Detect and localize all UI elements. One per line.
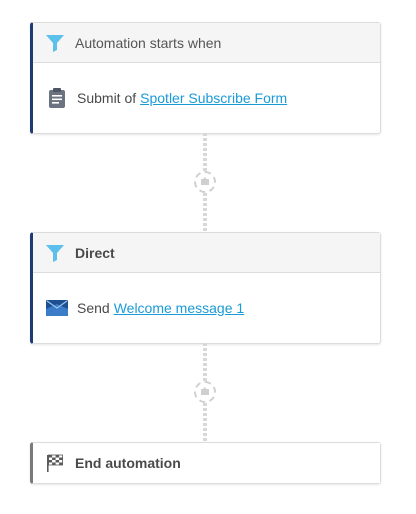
trigger-card[interactable]: Automation starts when Submit of Spotler… — [30, 22, 381, 134]
add-step-button[interactable] — [194, 171, 216, 193]
trigger-body-prefix: Submit of — [77, 90, 137, 106]
end-card-title: End automation — [75, 455, 181, 471]
puzzle-icon — [200, 173, 210, 191]
puzzle-icon — [200, 383, 210, 401]
trigger-card-header[interactable]: Automation starts when — [33, 23, 380, 63]
welcome-message-link[interactable]: Welcome message 1 — [113, 300, 245, 316]
direct-card-body: Send Welcome message 1 — [33, 273, 380, 343]
trigger-card-title: Automation starts when — [75, 34, 222, 51]
add-step-button[interactable] — [194, 381, 216, 403]
direct-card[interactable]: Direct Send Welcome message 1 — [30, 232, 381, 344]
end-automation-card[interactable]: End automation — [30, 442, 381, 484]
subscribe-form-link[interactable]: Spotler Subscribe Form — [140, 90, 288, 106]
direct-card-header[interactable]: Direct — [33, 233, 380, 273]
trigger-card-body: Submit of Spotler Subscribe Form — [33, 63, 380, 133]
checkered-flag-icon — [43, 451, 67, 475]
filter-icon — [43, 31, 67, 55]
direct-card-title: Direct — [75, 244, 115, 261]
filter-icon — [43, 241, 67, 265]
end-card-header[interactable]: End automation — [33, 443, 380, 483]
direct-body-prefix: Send — [77, 300, 110, 316]
envelope-icon — [45, 296, 69, 320]
clipboard-icon — [45, 86, 69, 110]
